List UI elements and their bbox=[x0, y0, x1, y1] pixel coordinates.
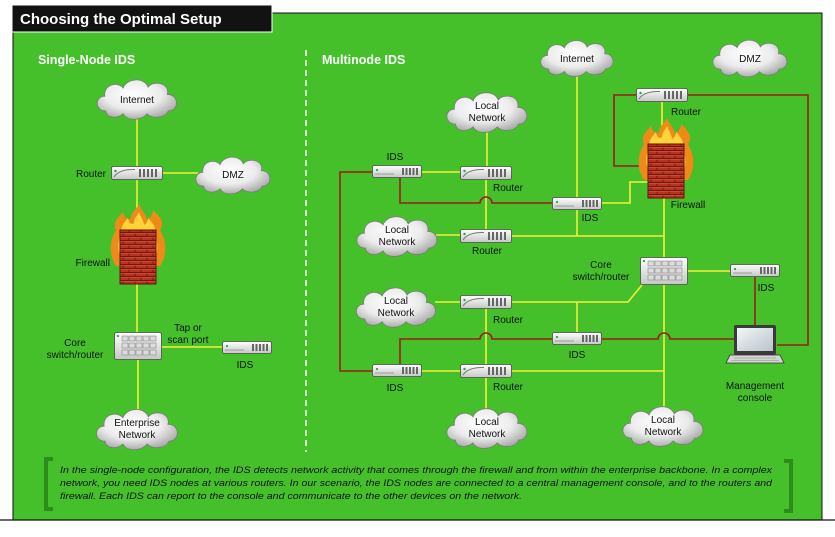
ids-node-icon bbox=[372, 364, 422, 377]
management-link bbox=[399, 332, 552, 364]
caption-line: In the single-node configuration, the ID… bbox=[60, 464, 772, 475]
data-link bbox=[602, 181, 648, 204]
ids-node-icon bbox=[552, 197, 602, 210]
core-switch-label: switch/router bbox=[47, 350, 104, 361]
management-console-icon bbox=[725, 324, 785, 364]
single-node-labels: Internet Router DMZ Firewall Core switch… bbox=[47, 95, 254, 441]
internet-label: Internet bbox=[560, 54, 594, 65]
ids-label: IDS bbox=[758, 283, 775, 294]
tap-label: scan port bbox=[167, 335, 208, 346]
enterprise-network-label: Network bbox=[119, 430, 157, 441]
ids-label: IDS bbox=[569, 350, 586, 361]
core-switch-icon bbox=[114, 332, 162, 360]
data-link bbox=[512, 284, 643, 303]
management-link bbox=[613, 94, 648, 167]
caption-bracket-left bbox=[44, 457, 53, 511]
local-network-label: Network bbox=[469, 113, 507, 124]
ids-node-icon bbox=[552, 332, 602, 345]
edge-router-icon bbox=[636, 88, 688, 102]
ids-node-icon bbox=[730, 264, 780, 277]
ids-node-icon bbox=[222, 341, 272, 354]
caption-bracket-right bbox=[784, 459, 793, 513]
local-network-label: Network bbox=[378, 308, 416, 319]
firewall-label: Firewall bbox=[76, 258, 110, 269]
ids-label: IDS bbox=[237, 360, 254, 371]
local-network-label: Local bbox=[385, 225, 409, 236]
router-icon bbox=[460, 166, 512, 180]
router-icon bbox=[460, 295, 512, 309]
router-label: Router bbox=[493, 382, 524, 393]
local-network-label: Local bbox=[475, 101, 499, 112]
router-icon bbox=[111, 166, 163, 180]
router-label: Router bbox=[493, 183, 524, 194]
router-label: Router bbox=[76, 169, 107, 180]
caption: In the single-node configuration, the ID… bbox=[44, 457, 793, 513]
ids-label: IDS bbox=[387, 383, 404, 394]
local-network-label: Local bbox=[384, 296, 408, 307]
tap-label: Tap or bbox=[174, 323, 202, 334]
dmz-label: DMZ bbox=[739, 54, 761, 65]
caption-line: firewall. Each IDS can report to the con… bbox=[60, 490, 522, 501]
local-network-label: Network bbox=[379, 237, 417, 248]
internet-label: Internet bbox=[120, 95, 154, 106]
multinode-heading: Multinode IDS bbox=[322, 53, 405, 67]
local-network-label: Network bbox=[469, 429, 507, 440]
multinode-data-links bbox=[422, 76, 730, 410]
ids-label: IDS bbox=[387, 152, 404, 163]
core-switch-label: switch/router bbox=[573, 272, 630, 283]
local-network-label: Local bbox=[651, 415, 675, 426]
management-console-label: console bbox=[738, 393, 773, 404]
management-link bbox=[399, 178, 552, 204]
edge-router-label: Router bbox=[671, 107, 702, 118]
local-network-label: Local bbox=[475, 417, 499, 428]
ids-node-icon bbox=[372, 165, 422, 178]
ids-label: IDS bbox=[582, 213, 599, 224]
management-link bbox=[688, 94, 809, 346]
core-switch-icon bbox=[640, 257, 688, 285]
management-link bbox=[602, 332, 734, 340]
single-node-heading: Single-Node IDS bbox=[38, 53, 135, 67]
caption-line: network, you need IDS nodes at various r… bbox=[60, 477, 773, 488]
management-console-label: Management bbox=[726, 381, 785, 392]
firewall-label: Firewall bbox=[671, 200, 705, 211]
router-icon bbox=[460, 364, 512, 378]
multinode-management-links bbox=[339, 94, 809, 372]
dmz-label: DMZ bbox=[222, 170, 244, 181]
management-link bbox=[339, 171, 372, 372]
multinode-labels: Internet DMZ Router Firewall Core switch… bbox=[378, 54, 785, 440]
title-bar bbox=[11, 4, 273, 33]
router-label: Router bbox=[493, 315, 524, 326]
diagram-title: Choosing the Optimal Setup bbox=[20, 11, 222, 28]
router-icon bbox=[460, 229, 512, 243]
local-network-label: Network bbox=[645, 427, 683, 438]
core-switch-label: Core bbox=[590, 260, 612, 271]
router-label: Router bbox=[472, 246, 503, 257]
enterprise-network-label: Enterprise bbox=[114, 418, 160, 429]
core-switch-label: Core bbox=[64, 338, 86, 349]
